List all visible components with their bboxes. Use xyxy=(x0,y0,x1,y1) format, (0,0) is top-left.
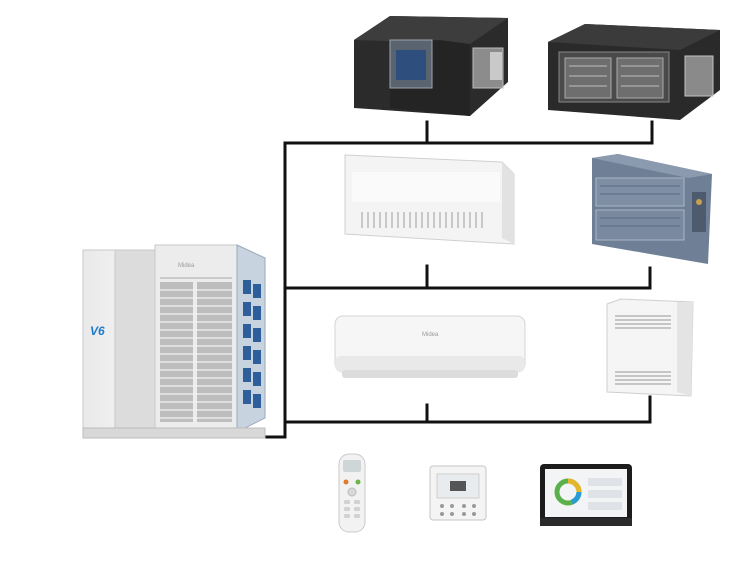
ducted-unit-icon xyxy=(354,16,508,116)
wired-controller-icon xyxy=(429,465,487,521)
floor-standing-unit-icon xyxy=(344,154,515,245)
touch-controller-icon xyxy=(540,464,632,526)
wall-unit-logo: Midea xyxy=(422,332,439,338)
floor-console-icon xyxy=(606,298,694,397)
outdoor-unit-icon: Midea V6 xyxy=(82,244,266,439)
ducted-unit-icon-large xyxy=(548,24,720,120)
remote-control-icon xyxy=(338,453,366,533)
console-unit-icon xyxy=(592,154,712,264)
wall-split-icon: Midea xyxy=(334,315,526,378)
series-badge: V6 xyxy=(90,324,105,338)
brand-logo: Midea xyxy=(178,263,195,269)
